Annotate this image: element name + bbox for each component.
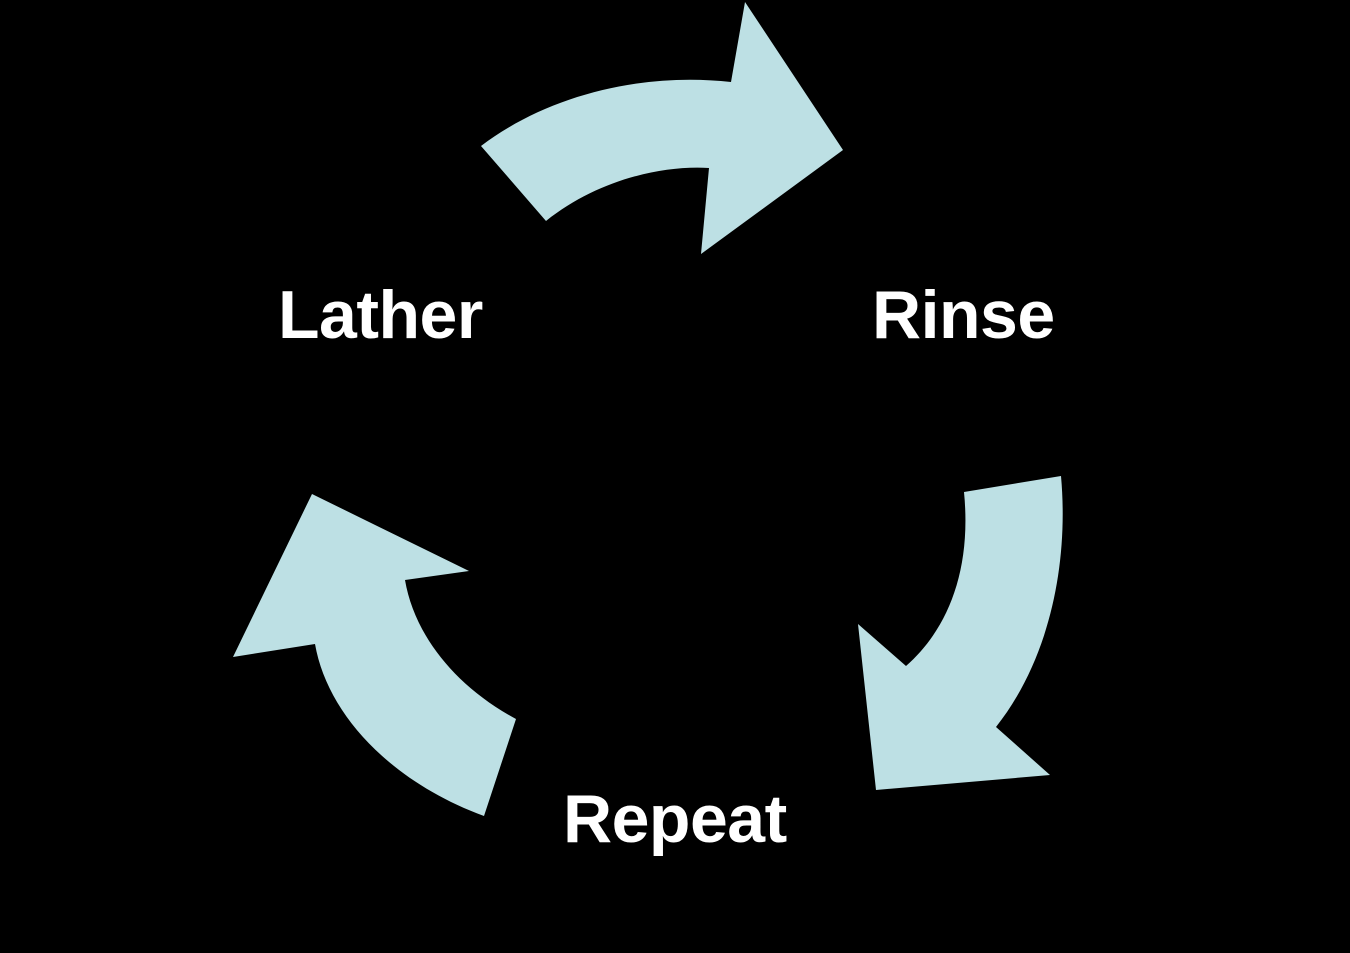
curved-arrow-up-left-icon bbox=[233, 494, 516, 816]
cycle-step-label-rinse: Rinse bbox=[872, 277, 1055, 353]
curved-arrow-down-left-icon bbox=[858, 476, 1063, 790]
cycle-step-label-lather: Lather bbox=[278, 277, 483, 353]
curved-arrow-right-icon bbox=[481, 2, 843, 254]
cycle-step-label-repeat: Repeat bbox=[563, 781, 787, 857]
